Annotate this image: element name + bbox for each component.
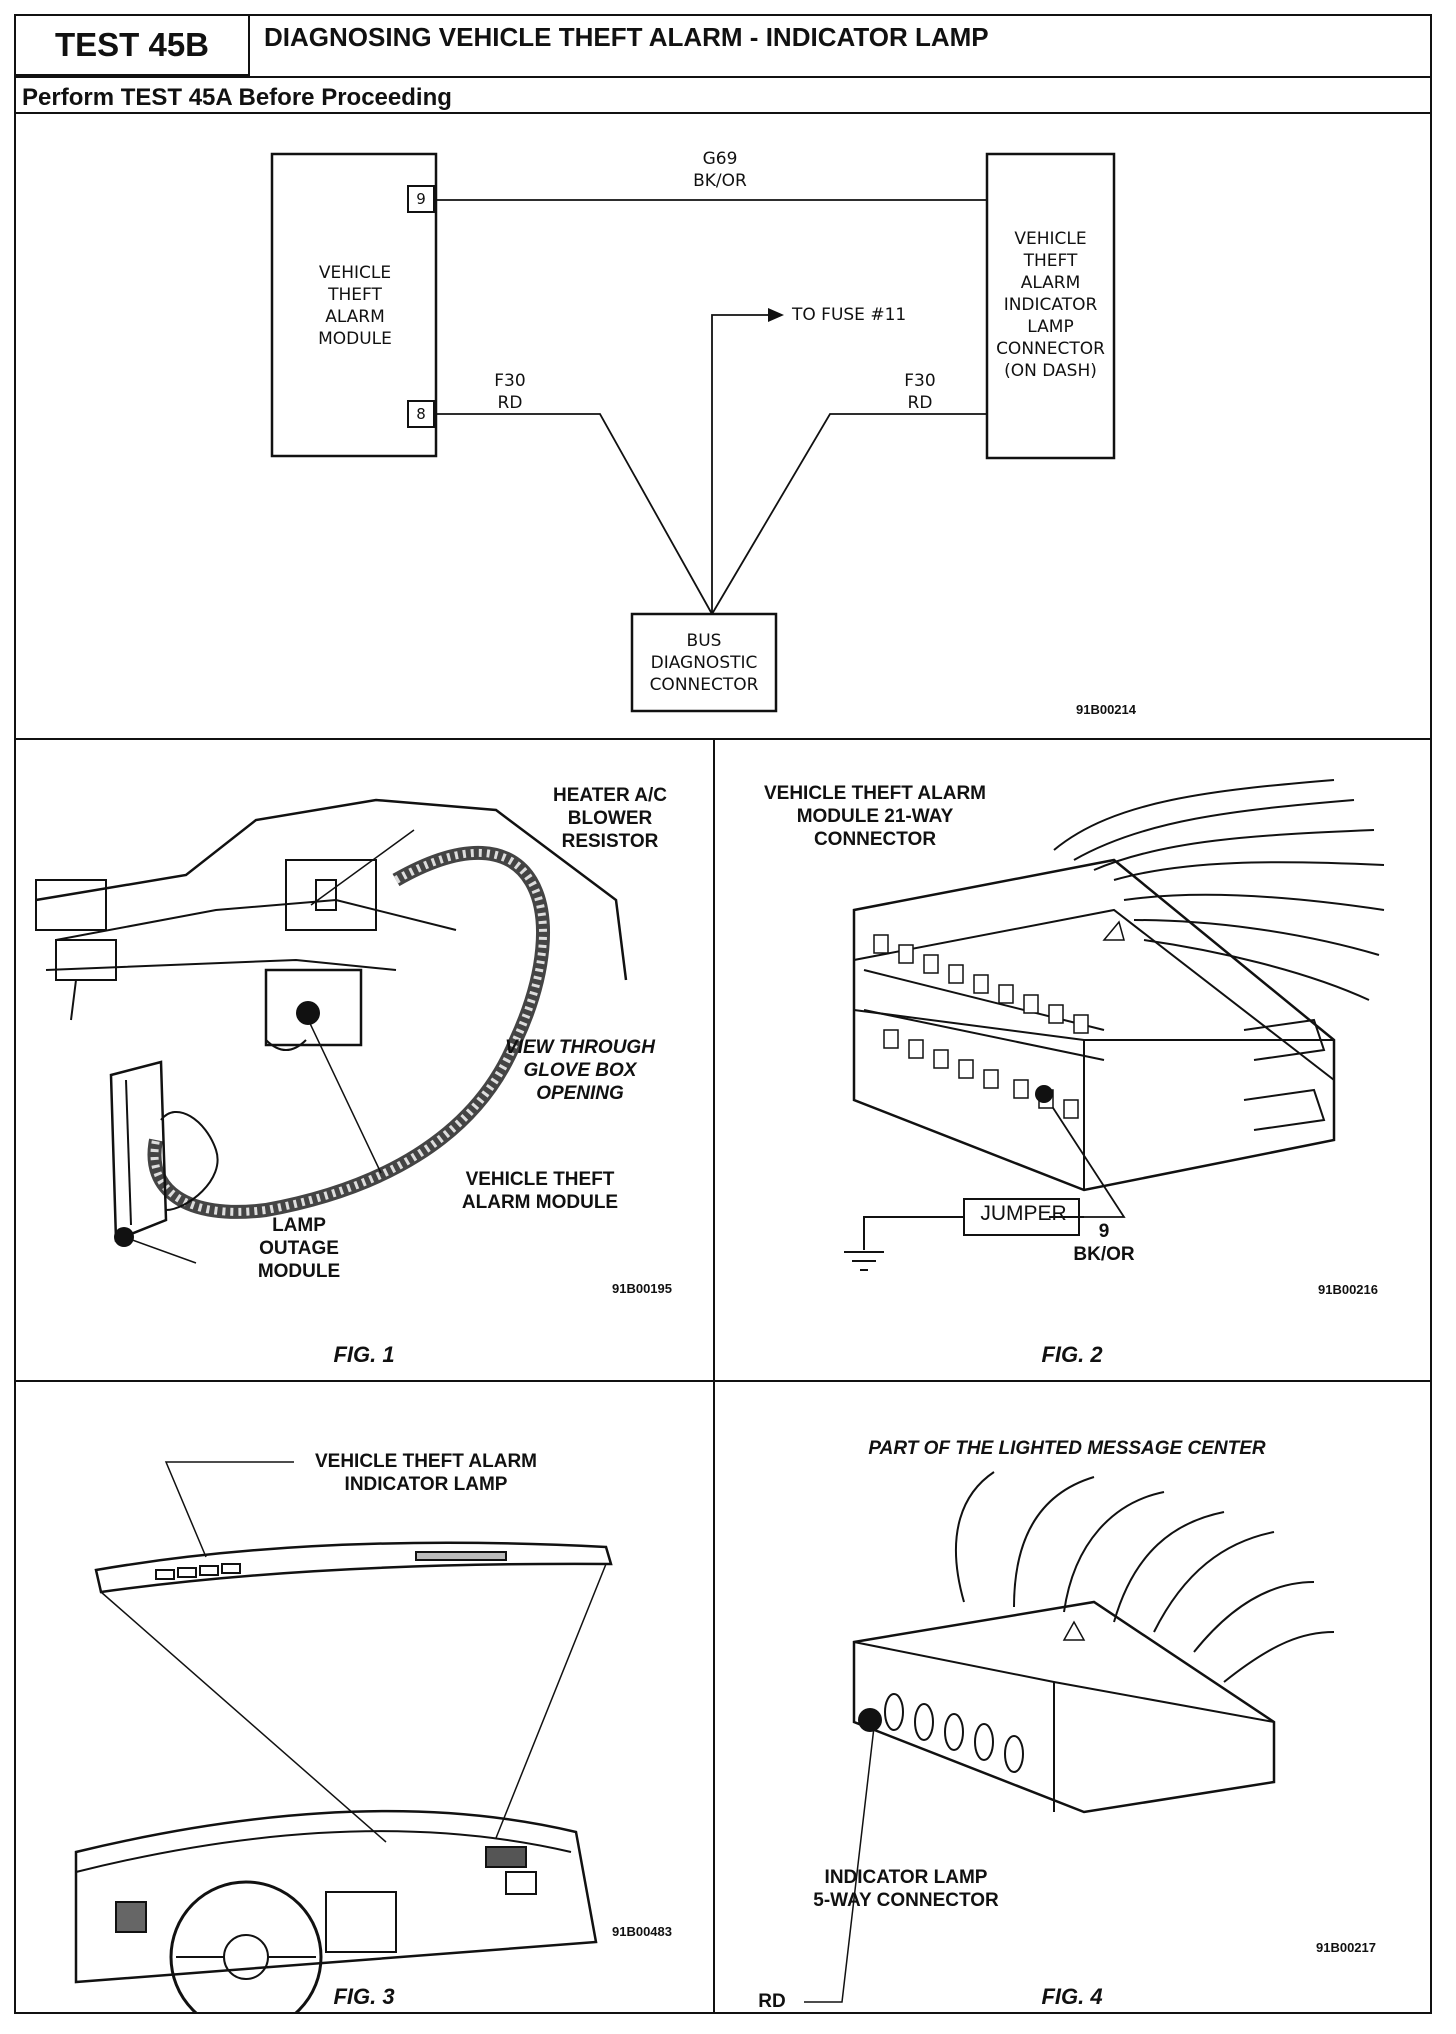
pin-8-box — [407, 400, 435, 428]
figure-caption: FIG. 3 — [333, 1984, 395, 2009]
pin-8-label: 8 — [416, 405, 426, 423]
figure-code: 91B00483 — [612, 1924, 672, 1939]
rd-locator-dot — [858, 1708, 882, 1732]
part-of-label: PART OF THE LIGHTED MESSAGE CENTER — [868, 1438, 1266, 1459]
pin-9-locator-dot — [1035, 1085, 1053, 1103]
figure-code: 91B00195 — [612, 1281, 672, 1296]
fig2-illustration — [844, 779, 1385, 1271]
figure-code: 91B00216 — [1318, 1282, 1378, 1297]
fuse-label: TO FUSE #11 — [792, 305, 907, 325]
jumper-wire — [1043, 1093, 1126, 1218]
subheading: Perform TEST 45A Before Proceeding — [22, 84, 452, 111]
lamp-connector-body — [852, 1600, 1276, 1814]
wire-f30-left — [436, 413, 713, 615]
figure-code: 91B00217 — [1316, 1940, 1376, 1955]
divider — [14, 738, 1432, 740]
test-label: TEST 45B — [14, 14, 250, 76]
overhead-console — [94, 1541, 613, 1594]
page-frame — [14, 14, 1432, 2014]
divider — [14, 112, 1432, 114]
lamp-outage-module — [109, 1060, 168, 1242]
figure-caption: FIG. 2 — [1041, 1342, 1103, 1367]
divider — [14, 1380, 1432, 1382]
figure-caption: FIG. 1 — [333, 1342, 395, 1367]
figure-code: 91B00214 — [1076, 702, 1136, 717]
blower-resistor — [285, 859, 377, 931]
page-title: DIAGNOSING VEHICLE THEFT ALARM - INDICAT… — [264, 22, 989, 52]
fig4-illustration — [804, 1471, 1335, 2003]
jumper-label: JUMPER — [980, 1202, 1067, 1225]
wire-to-fuse — [711, 314, 768, 614]
divider — [713, 738, 715, 2014]
dashboard — [74, 1809, 598, 1984]
figure-caption: FIG. 4 — [1041, 1984, 1103, 2009]
rd-label: RD — [758, 1991, 786, 2012]
arrow-icon — [768, 308, 784, 322]
pin-9-box — [407, 185, 435, 213]
steering-wheel — [169, 1880, 323, 2012]
divider — [14, 76, 1432, 78]
wire-f30-right — [711, 413, 987, 615]
outage-locator-dot — [114, 1227, 134, 1247]
module-locator-dot — [296, 1001, 320, 1025]
pin-9-label: 9 — [416, 190, 426, 208]
connector-body — [852, 858, 1336, 1192]
wiring-schematic — [270, 152, 1116, 713]
fig3-illustration — [74, 1461, 613, 2012]
bus-connector-box — [630, 612, 778, 713]
lamp-connector-box — [985, 152, 1116, 460]
wire-harness — [147, 845, 550, 1219]
theft-alarm-module-box — [270, 152, 438, 458]
theft-alarm-module — [264, 968, 363, 1047]
fig1-illustration — [35, 798, 628, 1264]
